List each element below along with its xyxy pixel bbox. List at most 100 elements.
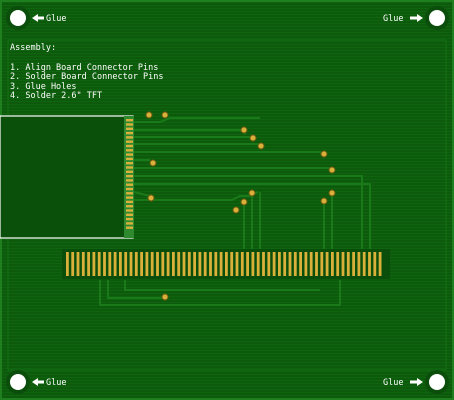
- connector-pad: [283, 252, 287, 276]
- connector-pad: [140, 252, 143, 276]
- connector-pad: [113, 252, 117, 276]
- mounting-hole-bottom-right: [425, 370, 449, 394]
- ribbon-pad: [126, 205, 133, 208]
- assembly-step-4: 4. Solder 2.6" TFT: [10, 91, 102, 101]
- glue-marker-bottom-right: Glue: [383, 378, 423, 388]
- connector-pad: [81, 252, 85, 276]
- connector-pad: [103, 252, 106, 276]
- connector-pad: [315, 252, 318, 276]
- ribbon-pad: [126, 127, 133, 130]
- via: [145, 111, 153, 119]
- ribbon-pad: [126, 136, 133, 139]
- connector-pad: [156, 252, 159, 276]
- arrow-left-icon: [32, 14, 44, 22]
- connector-pad: [368, 252, 371, 276]
- connector-pad: [225, 252, 228, 276]
- connector-pad: [362, 252, 366, 276]
- connector-pad: [108, 252, 112, 276]
- connector-pad: [119, 252, 122, 276]
- connector-pad: [341, 252, 345, 276]
- assembly-step-1: 1. Align Board Connector Pins: [10, 63, 158, 73]
- connector-pad: [352, 252, 355, 276]
- ribbon-pad: [126, 196, 133, 199]
- connector-pad: [87, 252, 90, 276]
- connector-pad: [187, 252, 191, 276]
- connector-pad: [288, 252, 292, 276]
- ribbon-pad: [126, 187, 133, 191]
- connector-pad: [309, 252, 313, 276]
- ribbon-pad: [126, 149, 133, 152]
- assembly-notes: Assembly: 1. Align Board Connector Pins …: [10, 43, 164, 101]
- via: [240, 198, 248, 206]
- ribbon-pad: [126, 217, 133, 221]
- via: [161, 111, 169, 119]
- via: [249, 134, 257, 142]
- connector-pad: [129, 252, 133, 276]
- ribbon-pad: [126, 213, 133, 216]
- connector-pad: [182, 252, 186, 276]
- ribbon-pad: [126, 131, 133, 135]
- connector-pad: [346, 252, 350, 276]
- connector-pad: [304, 252, 308, 276]
- connector-pad: [235, 252, 239, 276]
- ribbon-pad-column: [126, 119, 133, 229]
- ribbon-pad: [126, 179, 133, 182]
- glue-label-top-left: Glue: [46, 14, 66, 24]
- connector-pad: [378, 252, 382, 276]
- ribbon-pad: [126, 153, 133, 156]
- mounting-hole-top-right: [425, 6, 449, 30]
- ribbon-pad: [126, 222, 133, 225]
- connector-pad: [336, 252, 340, 276]
- via: [328, 166, 336, 174]
- via: [147, 194, 155, 202]
- glue-marker-top-right: Glue: [383, 14, 423, 24]
- connector-pad: [230, 252, 234, 276]
- connector-pad: [373, 252, 377, 276]
- glue-label-top-right: Glue: [383, 14, 403, 24]
- connector-pad: [278, 252, 281, 276]
- assembly-step-3: 3. Glue Holes: [10, 82, 77, 92]
- via-group: [145, 111, 336, 301]
- connector-pad: [134, 252, 138, 276]
- mounting-hole-bottom-left: [6, 370, 30, 394]
- connector-pad: [166, 252, 170, 276]
- arrow-right-icon: [410, 378, 423, 386]
- connector-pad: [66, 252, 69, 276]
- connector-pad: [325, 252, 329, 276]
- ribbon-pad: [126, 226, 133, 229]
- arrow-right-icon: [410, 14, 423, 22]
- board-connector-pads: [66, 252, 382, 276]
- mounting-hole-top-left: [6, 6, 30, 30]
- arrow-left-icon: [32, 378, 44, 386]
- connector-pad: [214, 252, 218, 276]
- via: [232, 206, 240, 214]
- glue-label-bottom-left: Glue: [46, 378, 66, 388]
- assembly-heading: Assembly:: [10, 43, 56, 53]
- ribbon-pad: [126, 170, 133, 173]
- connector-pad: [272, 252, 276, 276]
- connector-pad: [150, 252, 154, 276]
- connector-pad: [203, 252, 207, 276]
- via: [257, 142, 265, 150]
- connector-pad: [251, 252, 255, 276]
- connector-pad: [198, 252, 202, 276]
- via: [149, 159, 157, 167]
- connector-pad: [219, 252, 223, 276]
- connector-pad: [262, 252, 265, 276]
- connector-pad: [71, 252, 75, 276]
- glue-label-bottom-right: Glue: [383, 378, 403, 388]
- connector-pad: [177, 252, 181, 276]
- display-cutout: [0, 115, 134, 239]
- connector-pad: [193, 252, 196, 276]
- via: [161, 293, 169, 301]
- ribbon-pad: [126, 162, 133, 165]
- connector-pad: [209, 252, 212, 276]
- connector-pad: [92, 252, 96, 276]
- connector-pad: [76, 252, 80, 276]
- connector-pad: [293, 252, 297, 276]
- connector-pad: [256, 252, 260, 276]
- glue-marker-bottom-left: Glue: [32, 378, 66, 388]
- connector-pad: [172, 252, 175, 276]
- via: [320, 197, 328, 205]
